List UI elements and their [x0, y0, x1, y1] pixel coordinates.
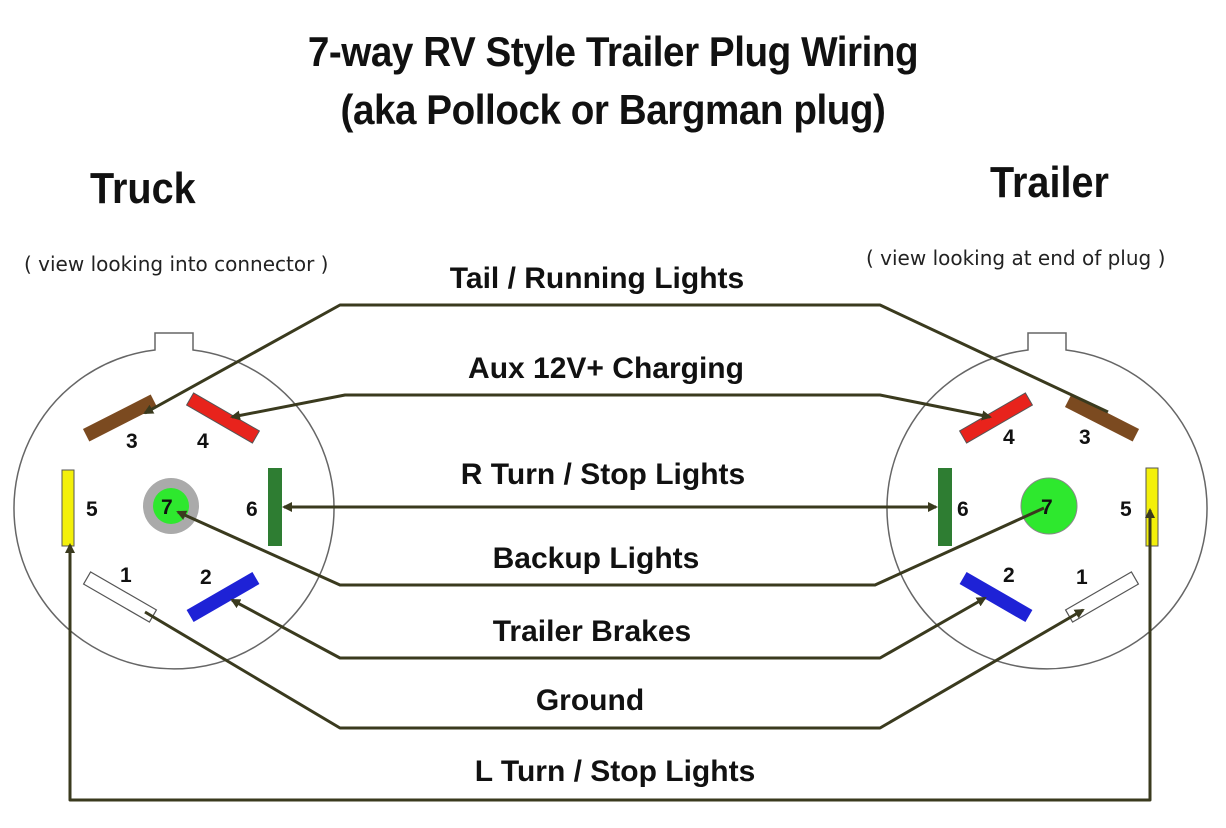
truck-pin-number-1: 1 [120, 564, 132, 587]
trailer-pin-6-green [938, 468, 952, 546]
trailer-pin-2-blue [959, 571, 1033, 623]
truck-pin-number-2: 2 [200, 566, 212, 589]
title-line-1: 7-way RV Style Trailer Plug Wiring [307, 28, 919, 75]
trailer-view-note: ( view looking at end of plug ) [866, 246, 1166, 270]
wire-tail-running [143, 303, 1109, 415]
wire-ground [144, 608, 1085, 730]
truck-pin-number-5: 5 [86, 498, 98, 521]
truck-heading: Truck [90, 164, 196, 213]
label-ground: Ground [536, 684, 644, 717]
truck-pin-number-7: 7 [161, 496, 173, 519]
trailer-pin-number-3: 3 [1079, 426, 1091, 449]
trailer-pin-number-4: 4 [1003, 426, 1015, 449]
truck-pin-6-green [268, 468, 282, 546]
trailer-pin-number-5: 5 [1120, 498, 1132, 521]
trailer-pin-number-1: 1 [1076, 566, 1088, 589]
trailer-pin-5-yellow [1145, 467, 1159, 547]
label-backup-lights: Backup Lights [493, 542, 700, 575]
label-r-turn-stop: R Turn / Stop Lights [461, 458, 745, 491]
trailer-pin-number-2: 2 [1003, 564, 1015, 587]
truck-pin-2-blue [186, 571, 260, 623]
truck-pin-number-3: 3 [126, 430, 138, 453]
truck-view-note: ( view looking into connector ) [24, 252, 329, 276]
trailer-pin-number-6: 6 [957, 498, 969, 521]
truck-pin-number-6: 6 [246, 498, 258, 521]
label-l-turn-stop: L Turn / Stop Lights [475, 755, 756, 788]
trailer-pin-3-brown [1064, 394, 1140, 442]
wire-trailer-brakes [230, 596, 987, 660]
wire-aux-charging [230, 393, 992, 421]
title-line-2: (aka Pollock or Bargman plug) [340, 86, 886, 133]
truck-pin-5-yellow [61, 469, 75, 547]
truck-pin-4-red [185, 392, 261, 444]
truck-pin-3-brown [82, 394, 158, 442]
truck-pin-number-4: 4 [197, 430, 209, 453]
label-tail-running: Tail / Running Lights [450, 262, 744, 295]
trailer-connector [886, 332, 1208, 670]
label-aux-charging: Aux 12V+ Charging [468, 352, 744, 385]
trailer-heading: Trailer [990, 158, 1109, 207]
trailer-pin-number-7: 7 [1041, 496, 1053, 519]
trailer-pin-4-red [958, 392, 1034, 444]
label-trailer-brakes: Trailer Brakes [493, 615, 691, 648]
wire-l-turn-stop [65, 508, 1155, 802]
